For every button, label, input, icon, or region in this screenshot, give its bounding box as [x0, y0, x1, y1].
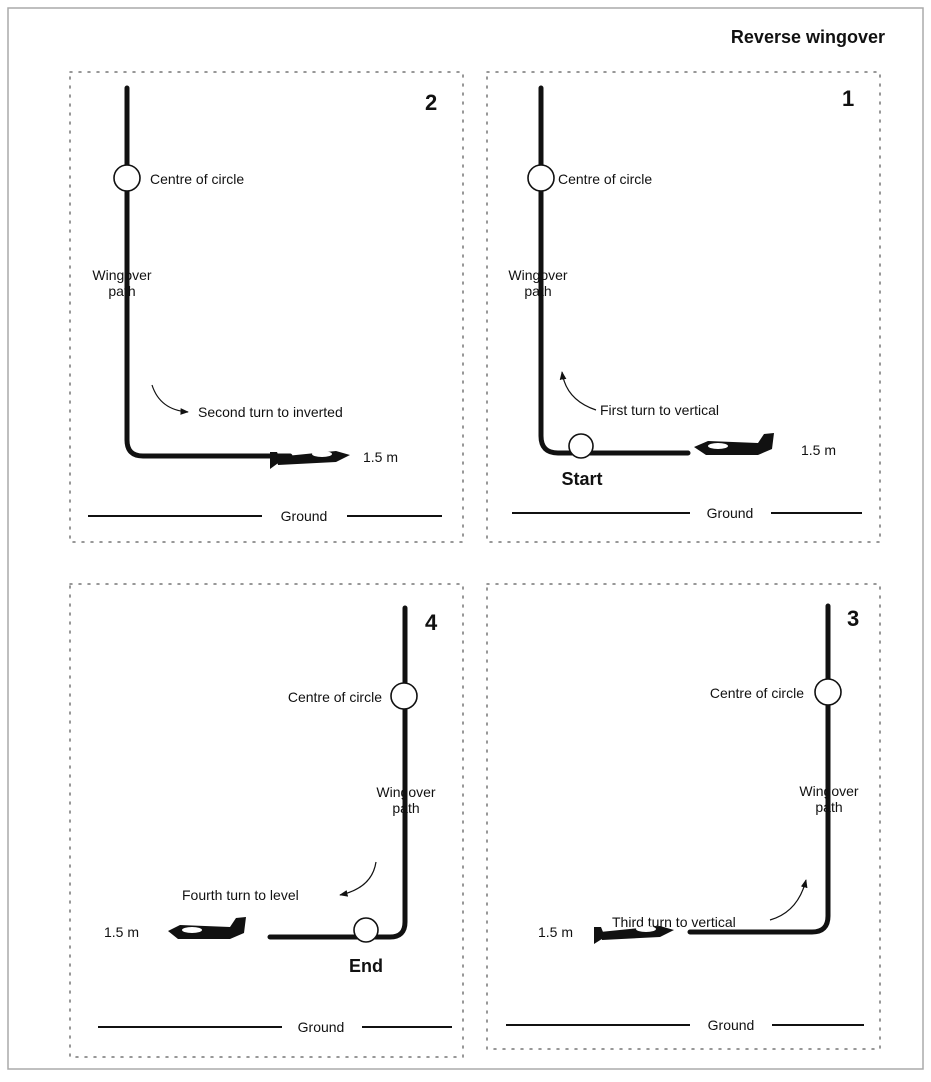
panel-3-frame [486, 583, 881, 1050]
panel-3-path-label-line1: Wingover [799, 783, 858, 799]
panel-3-centre-label: Centre of circle [710, 685, 804, 701]
panel-3-plane-icon [594, 926, 674, 944]
panel-3-ground-label: Ground [708, 1017, 755, 1033]
panel-4-end-circle-top [353, 917, 379, 943]
panel-3-number: 3 [847, 606, 859, 631]
panel-4-turn-label: Fourth turn to level [182, 887, 299, 903]
panel-2: 2 Centre of circle Wingover path Second … [69, 71, 464, 543]
panel-1-turn-arrow [559, 371, 597, 411]
panel-4-end-label: End [349, 956, 383, 976]
panel-3: 3 Centre of circle Wingover path Third t… [486, 583, 881, 1050]
page-border [7, 7, 924, 1070]
panel-1-height-label: 1.5 m [801, 442, 836, 458]
panel-4: 4 Centre of circle Wingover path Fourth … [69, 583, 464, 1058]
panel-1-centre-circle [527, 164, 555, 192]
panel-2-height-label: 1.5 m [363, 449, 398, 465]
panel-1-start-circle [568, 433, 594, 459]
panel-2-ground-label: Ground [281, 508, 328, 524]
panel-2-turn-arrow [151, 384, 189, 415]
panel-3-height-label: 1.5 m [538, 924, 573, 940]
panel-1-plane-icon [694, 433, 774, 455]
panel-2-number: 2 [425, 90, 437, 115]
diagram-title: Reverse wingover [731, 27, 885, 47]
panel-4-path-lower [267, 815, 408, 940]
panel-1: 1 Centre of circle Wingover path First t… [486, 71, 881, 543]
panel-1-wingover-path [538, 85, 691, 456]
panel-2-path-label-line1: Wingover [92, 267, 151, 283]
panel-2-centre-label: Centre of circle [150, 171, 244, 187]
panel-2-path-label-line2: path [108, 283, 135, 299]
panel-4-ground-label: Ground [298, 1019, 345, 1035]
panel-3-path-label-line2: path [815, 799, 842, 815]
panel-1-frame [486, 71, 881, 543]
panel-1-path-label-line2: path [524, 283, 551, 299]
panel-1-ground-label: Ground [707, 505, 754, 521]
panel-4-centre-label: Centre of circle [288, 689, 382, 705]
panel-3-turn-arrow [769, 879, 808, 921]
panel-1-start-label: Start [561, 469, 602, 489]
panel-3-turn-label: Third turn to vertical [612, 914, 736, 930]
panel-3-centre-circle [814, 678, 842, 706]
panel-2-centre-circle [113, 164, 141, 192]
panel-4-path-label-line2: path [392, 800, 419, 816]
panel-3-wingover-path [687, 603, 831, 935]
panel-2-wingover-path [124, 85, 293, 459]
panel-4-height-label: 1.5 m [104, 924, 139, 940]
panel-4-centre-circle [390, 682, 418, 710]
panel-4-path-label-line1: Wingover [376, 784, 435, 800]
panel-1-path-label-line1: Wingover [508, 267, 567, 283]
panel-2-turn-label: Second turn to inverted [198, 404, 343, 420]
panel-4-number: 4 [425, 610, 438, 635]
panel-1-number: 1 [842, 86, 854, 111]
panel-4-plane-icon [168, 917, 246, 939]
panel-1-centre-label: Centre of circle [558, 171, 652, 187]
panel-2-plane-icon [270, 451, 350, 469]
panel-4-turn-arrow [339, 861, 377, 897]
panel-1-turn-label: First turn to vertical [600, 402, 719, 418]
panel-4-frame [69, 583, 464, 1058]
